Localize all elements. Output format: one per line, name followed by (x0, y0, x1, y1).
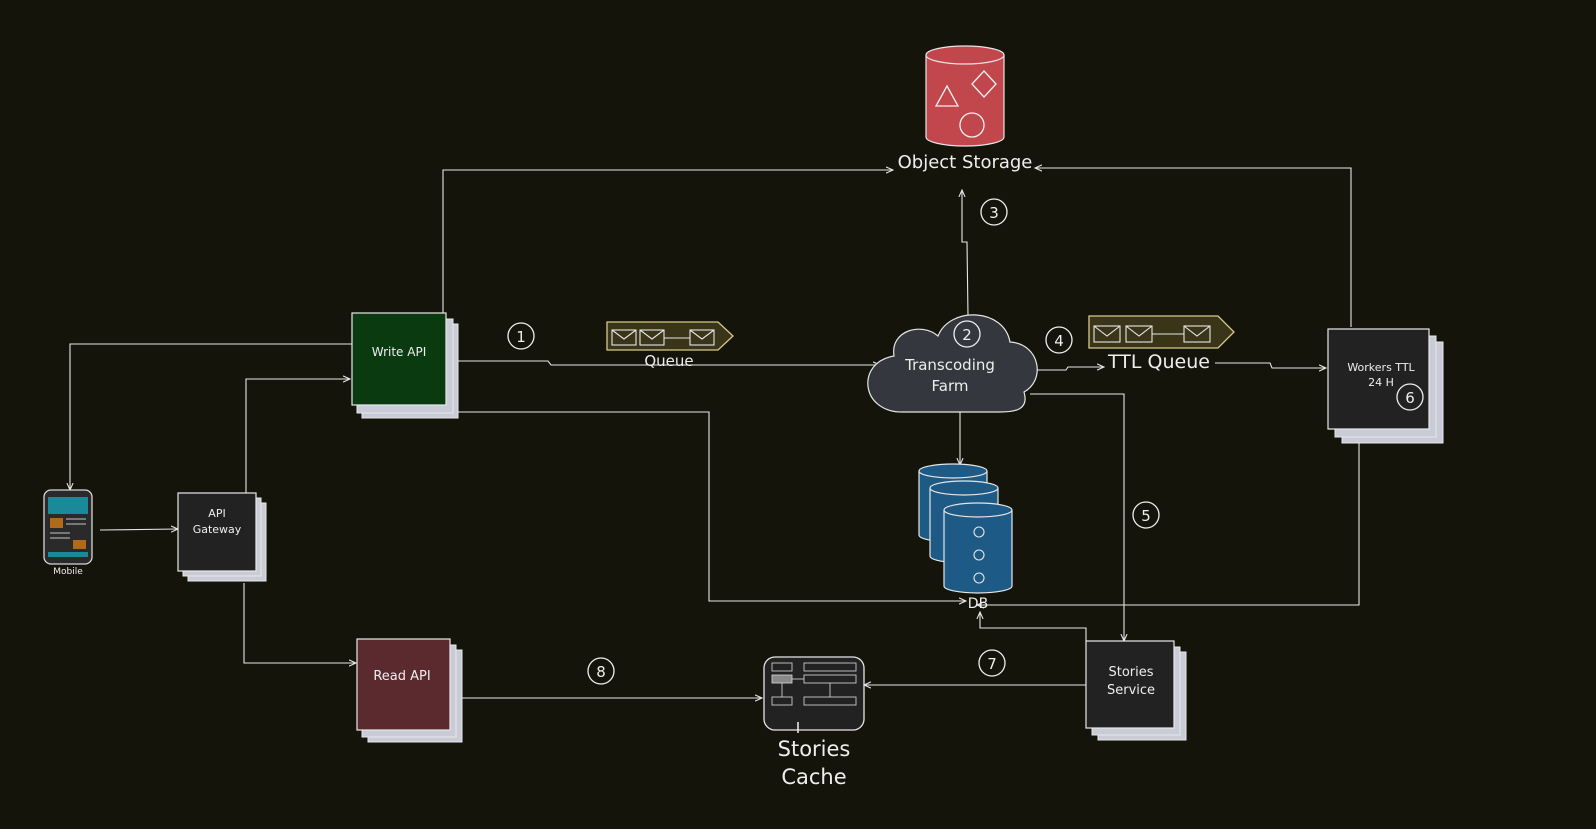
edge-gateway-to-writeapi (245, 379, 350, 493)
edge-workers-to-db (977, 442, 1360, 605)
edge-storiesservice-to-db (980, 612, 1087, 643)
database-cylinders-icon (918, 463, 1013, 594)
step-number-7: 7 (987, 655, 997, 673)
api-gateway-label-line2: Gateway (193, 523, 242, 536)
step-badge-4: 4 (1045, 326, 1073, 354)
step-number-1: 1 (516, 328, 526, 346)
step-markers: 1 2 3 4 5 6 7 8 (507, 198, 1424, 685)
stories-service-label-line2: Service (1107, 683, 1155, 698)
queue-node: Queue (606, 321, 734, 370)
edge-writeapi-to-objectstorage (442, 170, 893, 314)
cache-table-icon (763, 656, 865, 733)
mobile-node: Mobile (43, 489, 93, 577)
db-node[interactable]: DB (918, 463, 1013, 612)
envelope-queue-icon (1088, 315, 1235, 349)
step-number-6: 6 (1405, 389, 1415, 407)
edge-transcoding-to-ttlqueue (1028, 367, 1104, 370)
api-gateway-node[interactable]: API Gateway (177, 492, 267, 582)
api-gateway-label-line1: API (208, 507, 225, 520)
db-label: DB (968, 596, 988, 612)
edge-writeapi-to-mobile (70, 343, 352, 490)
step-badge-1: 1 (507, 322, 535, 350)
ttl-queue-node: TTL Queue (1088, 315, 1235, 373)
workers-label-line1: Workers TTL (1347, 361, 1415, 374)
step-number-4: 4 (1054, 332, 1064, 350)
step-badge-6: 6 (1396, 383, 1424, 411)
transcoding-label-line2: Farm (932, 377, 969, 395)
step-badge-5: 5 (1132, 501, 1160, 529)
edge-workers-to-objectstorage (1035, 168, 1352, 327)
step-badge-2: 2 (953, 320, 981, 348)
transcoding-farm-node[interactable]: Transcoding Farm (867, 314, 1038, 413)
step-number-8: 8 (596, 663, 606, 681)
stories-service-label-line1: Stories (1108, 665, 1153, 680)
workers-ttl-node[interactable]: Workers TTL 24 H (1327, 328, 1444, 444)
edge-mobile-to-gateway (99, 529, 178, 530)
ttl-queue-label: TTL Queue (1107, 351, 1210, 373)
write-api-label: Write API (372, 345, 426, 359)
cloud-icon (867, 314, 1038, 413)
transcoding-label-line1: Transcoding (904, 356, 995, 374)
queue-label: Queue (644, 352, 693, 370)
edge-gateway-to-readapi (243, 583, 356, 663)
edge-writeapi-to-db (458, 411, 966, 601)
step-number-5: 5 (1141, 507, 1151, 525)
step-badge-7: 7 (978, 649, 1006, 677)
edge-transcoding-to-storiesservice (1030, 393, 1124, 641)
step-number-2: 2 (962, 326, 972, 344)
mobile-phone-icon (43, 489, 93, 565)
workers-label-line2: 24 H (1368, 376, 1394, 389)
object-storage-node[interactable]: Object Storage (898, 45, 1033, 173)
step-number-3: 3 (989, 204, 999, 222)
write-api-node[interactable]: Write API (351, 312, 459, 419)
read-api-node[interactable]: Read API (356, 638, 463, 743)
edge-transcoding-to-objectstorage (962, 190, 969, 317)
object-storage-label: Object Storage (898, 152, 1033, 173)
storage-bucket-icon (925, 45, 1005, 147)
read-api-label: Read API (373, 669, 430, 684)
mobile-label: Mobile (53, 567, 83, 577)
step-badge-3: 3 (980, 198, 1008, 226)
step-badge-8: 8 (587, 657, 615, 685)
stories-cache-node[interactable]: Stories Cache (763, 656, 865, 789)
edge-ttlqueue-to-workers (1215, 362, 1326, 368)
connectors (70, 168, 1360, 698)
envelope-queue-icon (606, 321, 734, 351)
stories-cache-label-line1: Stories (778, 737, 851, 761)
edge-writeapi-to-transcoding (458, 360, 880, 365)
stories-cache-label-line2: Cache (781, 765, 846, 789)
stories-service-node[interactable]: Stories Service (1085, 640, 1187, 741)
